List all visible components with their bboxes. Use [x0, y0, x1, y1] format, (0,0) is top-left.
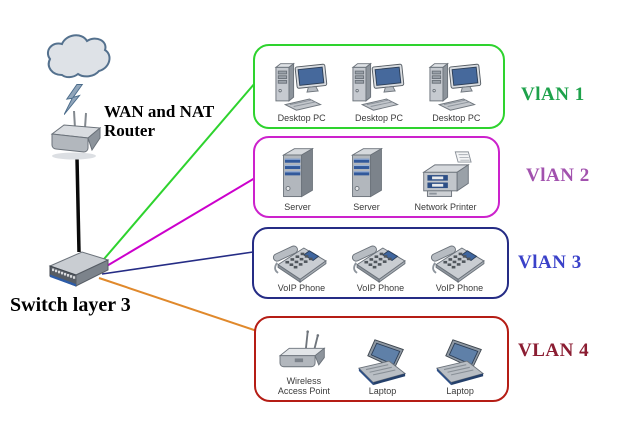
- device-voip-phone: VoIP Phone: [272, 237, 332, 294]
- vlan3-link: [101, 251, 254, 275]
- device-label: Server: [284, 202, 311, 213]
- switch-icon: [46, 248, 110, 292]
- voip-phone-icon: [272, 237, 332, 283]
- vlan1-group-box: Desktop PC Desktop PC Desktop PC: [253, 44, 505, 129]
- device-label: Server: [353, 202, 380, 213]
- device-laptop: Laptop: [430, 338, 490, 397]
- device-server: Server: [277, 146, 319, 213]
- device-label: Laptop: [368, 386, 397, 397]
- device-desktop-pc: Desktop PC: [425, 59, 487, 124]
- server-icon: [346, 146, 388, 202]
- device-label: Desktop PC: [277, 113, 326, 124]
- device-desktop-pc: Desktop PC: [348, 59, 410, 124]
- device-wireless-access-point: Wireless Access Point: [273, 328, 335, 397]
- device-voip-phone: VoIP Phone: [351, 237, 411, 294]
- router-label: WAN and NAT Router: [104, 102, 214, 141]
- device-network-printer: Network Printer: [415, 150, 477, 213]
- device-label: VoIP Phone: [277, 283, 326, 294]
- desktop-pc-icon: [271, 59, 333, 113]
- voip-phone-icon: [430, 237, 490, 283]
- device-laptop: Laptop: [352, 338, 412, 397]
- vlan2-group-box: Server Server Network Printer: [253, 136, 500, 218]
- device-label: Wireless Access Point: [277, 376, 330, 397]
- vlan2-link: [99, 177, 256, 271]
- internet-cloud-icon: [42, 28, 114, 80]
- network-printer-icon: [416, 150, 476, 202]
- vlan4-group-box: Wireless Access Point Laptop Laptop: [254, 316, 509, 402]
- desktop-pc-icon: [425, 59, 487, 113]
- device-server: Server: [346, 146, 388, 213]
- device-label: Desktop PC: [432, 113, 481, 124]
- wireless-access-point-icon: [275, 328, 333, 376]
- laptop-icon: [352, 338, 412, 386]
- device-voip-phone: VoIP Phone: [430, 237, 490, 294]
- device-label: Laptop: [446, 386, 474, 397]
- router-switch-link: [75, 157, 81, 253]
- router-icon: [44, 108, 108, 162]
- vlan3-group-box: VoIP Phone VoIP Phone VoIP Phone: [252, 227, 509, 299]
- desktop-pc-icon: [348, 59, 410, 113]
- server-icon: [277, 146, 319, 202]
- device-label: VoIP Phone: [356, 283, 405, 294]
- device-label: Desktop PC: [354, 113, 403, 124]
- laptop-icon: [430, 338, 490, 386]
- voip-phone-icon: [351, 237, 411, 283]
- device-label: Network Printer: [414, 202, 477, 213]
- vlan1-label: VlAN 1: [521, 84, 585, 105]
- vlan4-label: VLAN 4: [518, 340, 590, 361]
- vlan2-label: VlAN 2: [526, 165, 590, 186]
- device-desktop-pc: Desktop PC: [271, 59, 333, 124]
- device-label: VoIP Phone: [435, 283, 484, 294]
- vlan3-label: VlAN 3: [518, 252, 582, 273]
- switch-label: Switch layer 3: [10, 294, 131, 316]
